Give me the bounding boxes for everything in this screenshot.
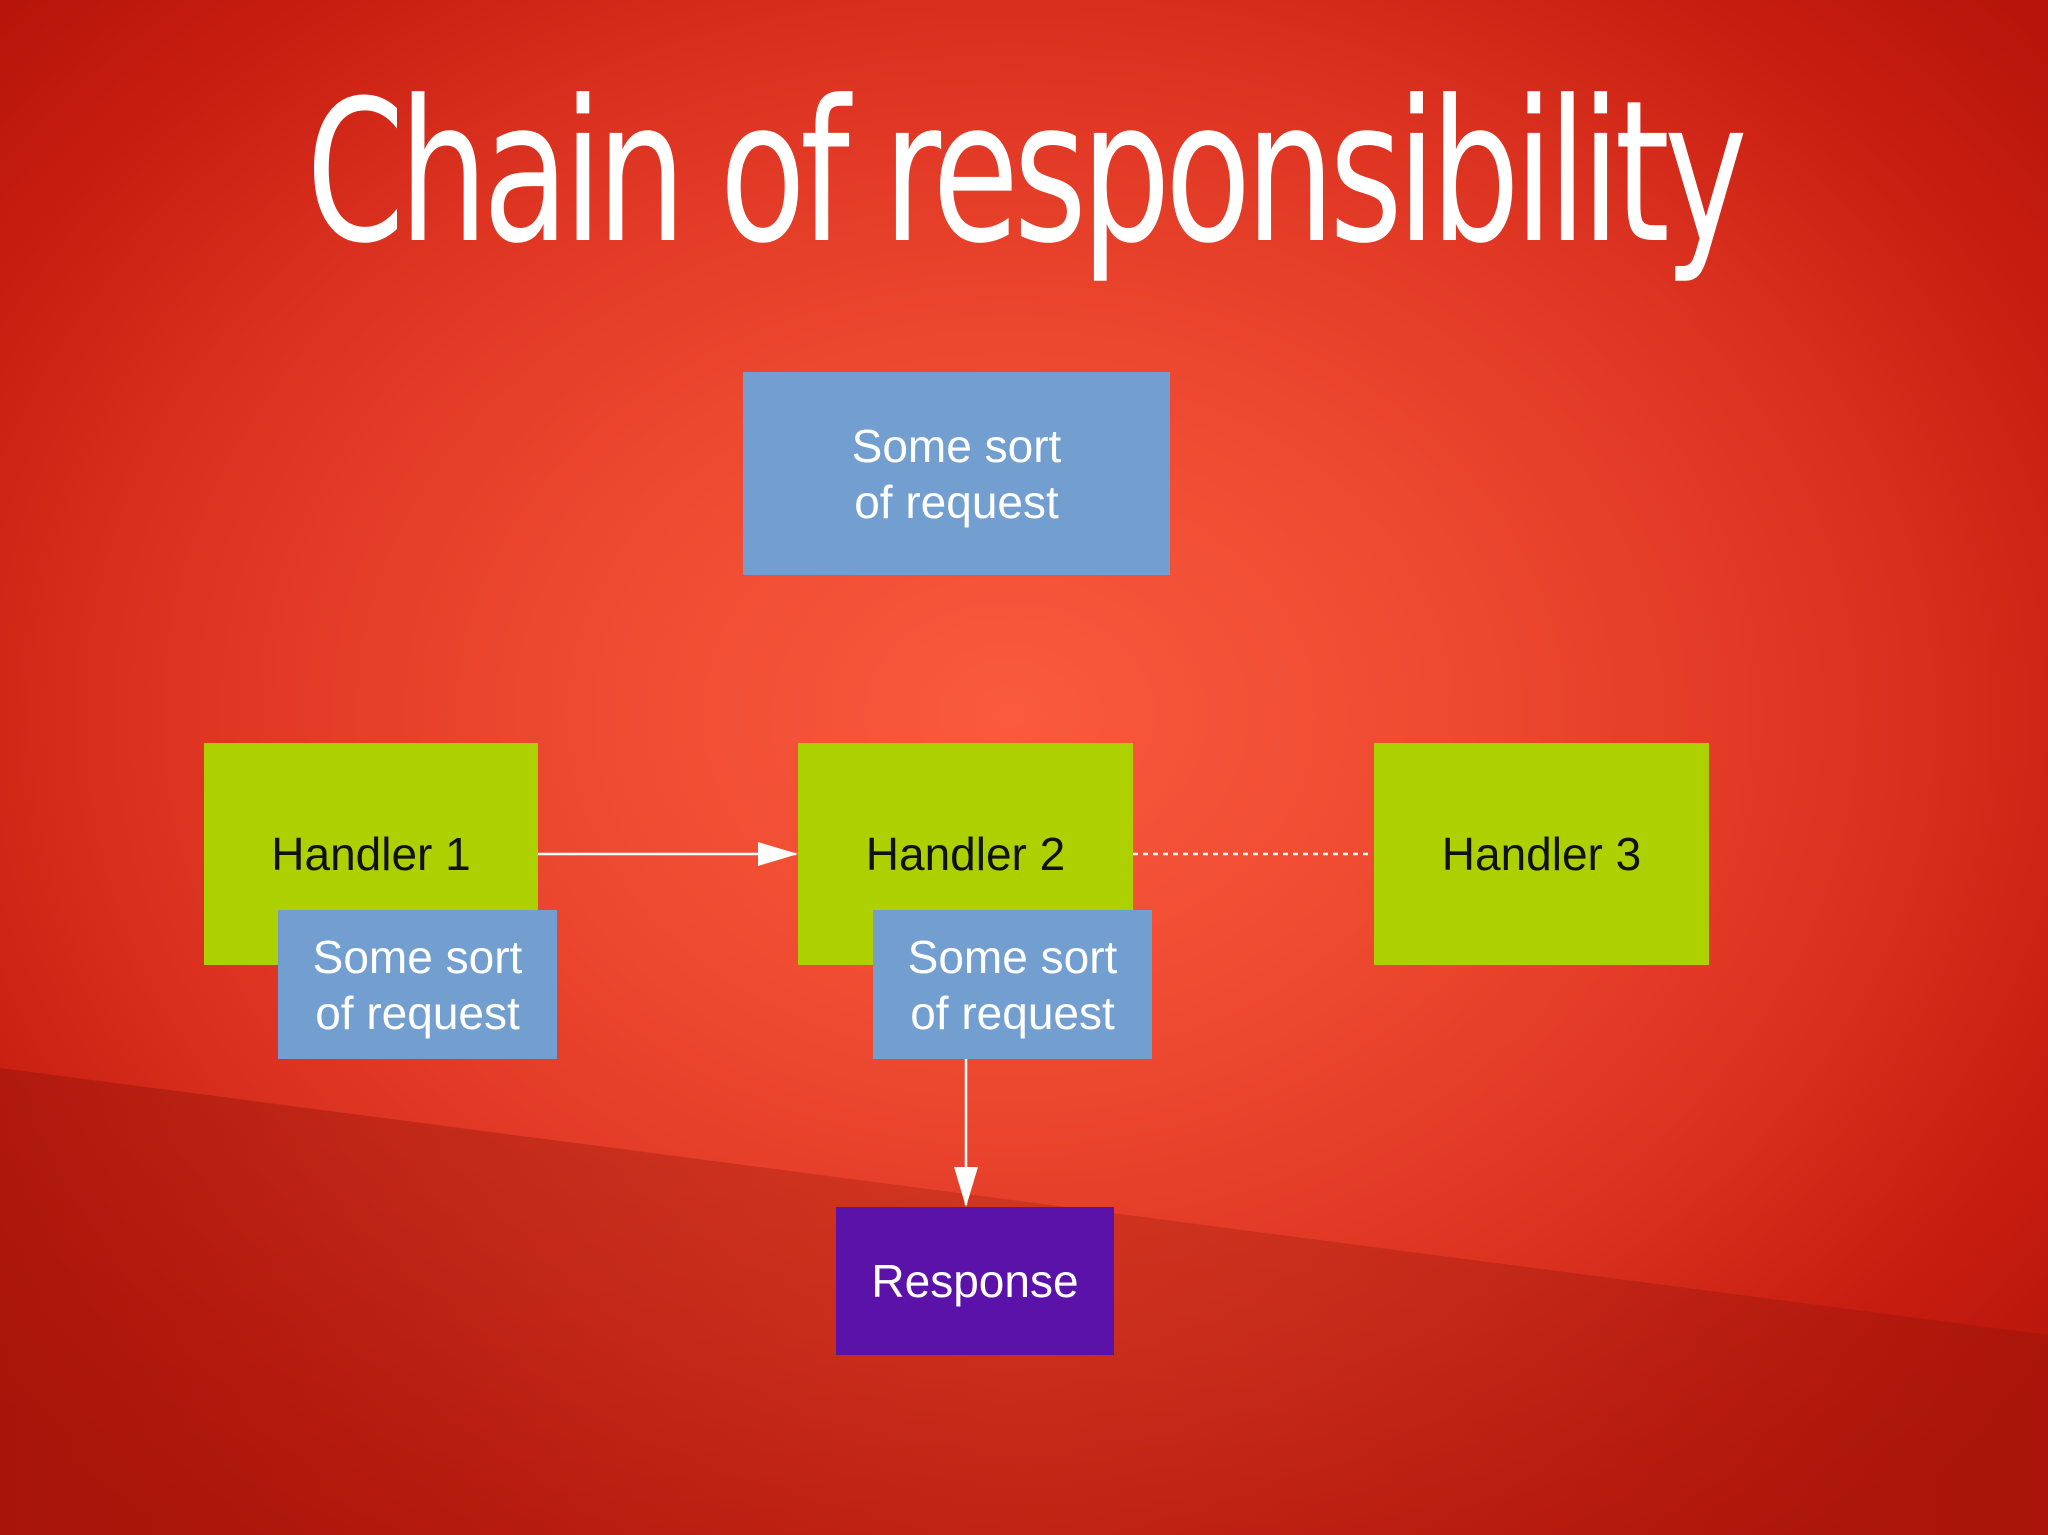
request-box-top-label: Some sort of request (851, 419, 1062, 528)
handler-2-label: Handler 2 (865, 828, 1066, 880)
handler-3-box: Handler 3 (1374, 743, 1709, 965)
response-label: Response (871, 1255, 1079, 1307)
handler-3-label: Handler 3 (1441, 828, 1642, 880)
response-box: Response (836, 1207, 1114, 1355)
page-title: Chain of responsibility (306, 59, 1748, 287)
request-box-handler-1: Some sort of request (278, 910, 557, 1059)
request-box-handler-2: Some sort of request (873, 910, 1152, 1059)
request-box-handler-1-label: Some sort of request (312, 930, 523, 1039)
handler-1-label: Handler 1 (271, 828, 471, 880)
request-box-top: Some sort of request (743, 372, 1170, 575)
request-box-handler-2-label: Some sort of request (907, 930, 1118, 1039)
